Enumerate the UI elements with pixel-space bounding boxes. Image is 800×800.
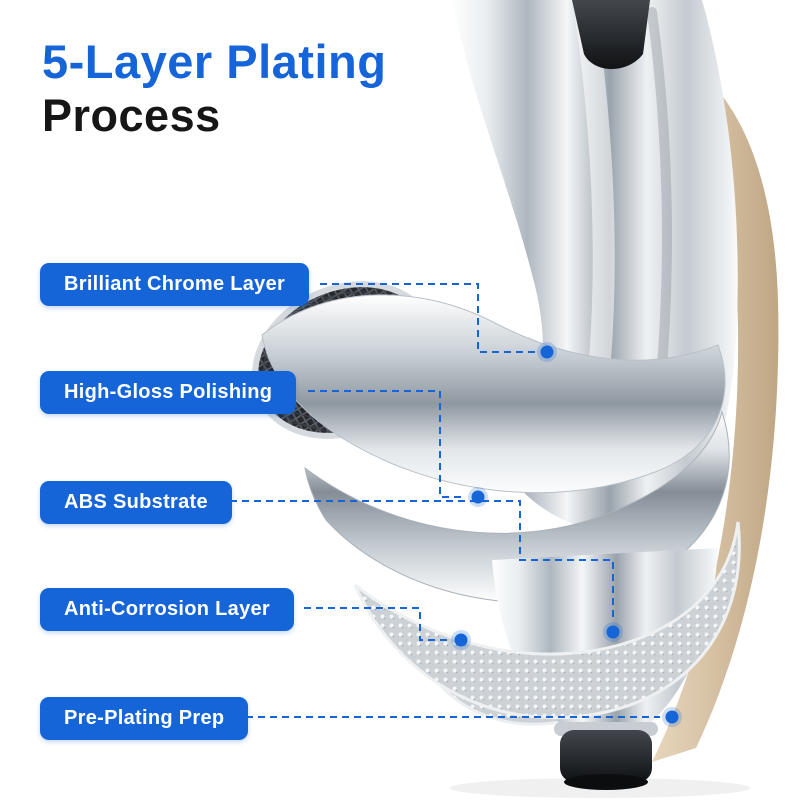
top-connector — [572, 0, 650, 69]
label-pre-plating-prep: Pre-Plating Prep — [40, 697, 249, 740]
ground-shadow — [450, 778, 750, 798]
page-title: 5-Layer Plating Process — [42, 34, 386, 143]
nozzle-tip — [560, 730, 652, 782]
label-brilliant-chrome-layer: Brilliant Chrome Layer — [40, 263, 310, 306]
chrome-curl-top — [261, 294, 726, 494]
nozzle-opening — [564, 774, 648, 790]
label-high-gloss-polishing: High-Gloss Polishing — [40, 371, 297, 414]
title-line-1: 5-Layer Plating — [42, 35, 387, 88]
label-abs-substrate: ABS Substrate — [40, 481, 232, 524]
dotted-layer-front — [353, 521, 741, 720]
label-anti-corrosion-layer: Anti-Corrosion Layer — [40, 588, 295, 631]
chrome-shade — [647, 7, 672, 395]
beige-prep-layer — [636, 42, 779, 762]
title-line-2: Process — [42, 90, 221, 142]
